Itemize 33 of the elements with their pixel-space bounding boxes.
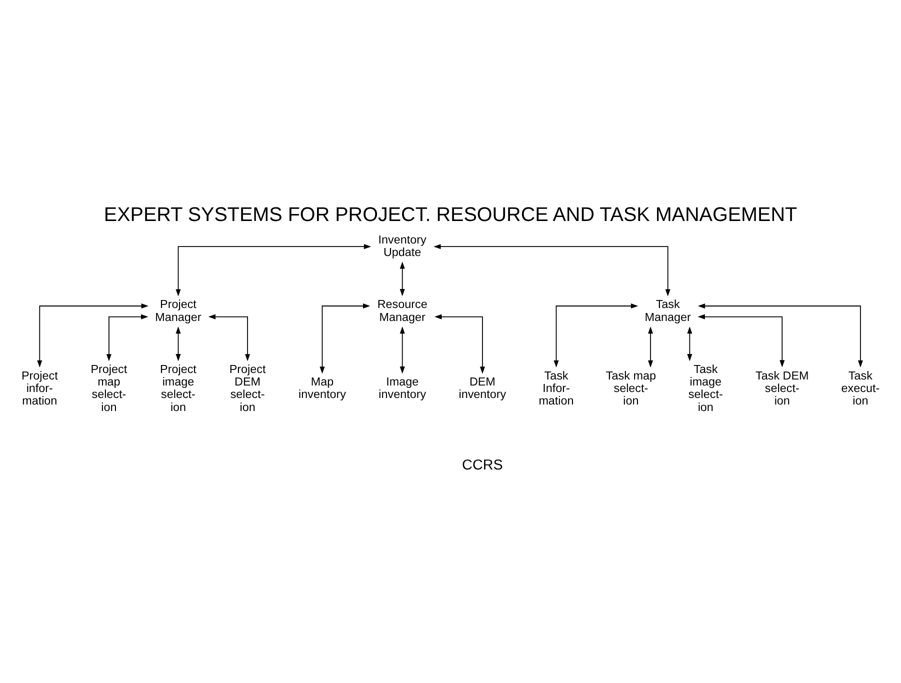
- node-text: DEM inventory: [458, 375, 506, 401]
- label: CCRS: [462, 457, 503, 474]
- node-text: Task execut- ion: [841, 368, 880, 407]
- arrow: [698, 302, 863, 368]
- arrow: [176, 326, 181, 361]
- arrow: [698, 314, 785, 367]
- node-text: Image inventory: [378, 375, 426, 401]
- arrow: [434, 244, 670, 296]
- diagram-title: EXPERT SYSTEMS FOR PROJECT. RESOURCE AND TASK MANAGEMENT: [104, 204, 798, 226]
- arrow: [554, 302, 638, 368]
- node-text: Inventory Update: [378, 232, 426, 258]
- node-text: Task Infor- mation: [538, 368, 574, 407]
- arrow: [320, 302, 370, 374]
- arrow: [176, 244, 372, 296]
- arrow: [400, 261, 405, 296]
- node-text: Task Manager: [644, 298, 691, 324]
- node-text: Resource Manager: [377, 298, 428, 324]
- arrow: [208, 314, 250, 361]
- arrow: [687, 326, 692, 361]
- node-text: Project image select- ion: [160, 362, 196, 414]
- arrow: [106, 314, 148, 361]
- arrow: [400, 326, 405, 374]
- node-text: Project map select- ion: [90, 362, 128, 414]
- arrow: [434, 314, 485, 374]
- arrow: [648, 326, 654, 368]
- arrow: [37, 302, 148, 368]
- node-text: Project DEM select- ion: [229, 362, 266, 414]
- node-text: Task DEM select- ion: [756, 368, 809, 407]
- node-text: Task image select- ion: [688, 362, 723, 414]
- node-text: Map inventory: [298, 375, 346, 401]
- node-text: Task map select- ion: [606, 368, 656, 407]
- node-text: Project infor- mation: [21, 368, 58, 407]
- node-text: Project Manager: [155, 298, 202, 324]
